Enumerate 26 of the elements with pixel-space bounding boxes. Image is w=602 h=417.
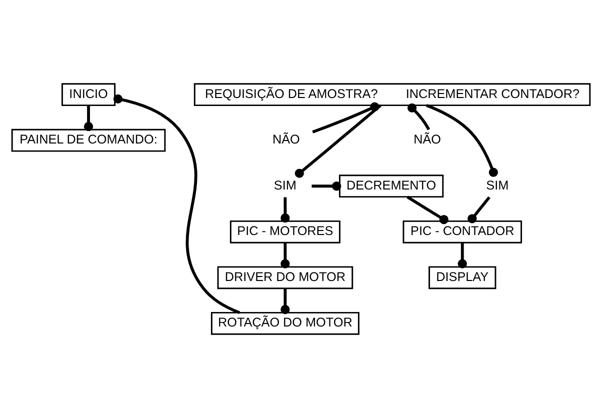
connector xyxy=(113,94,240,314)
node-box: REQUISIÇÃO DE AMOSTRA? INCREMENTAR CONTADOR? xyxy=(194,82,591,106)
node-box: ROTAÇÃO DO MOTOR xyxy=(210,311,360,334)
node-box: DECREMENTO xyxy=(338,174,444,198)
connector xyxy=(426,104,498,176)
connector xyxy=(280,242,290,268)
connector xyxy=(280,288,290,314)
node-box: DISPLAY xyxy=(428,266,496,289)
connector xyxy=(84,105,94,131)
connector xyxy=(312,102,380,133)
node-box: INICIO xyxy=(62,82,116,106)
connector xyxy=(294,104,382,178)
node-text: SIM xyxy=(274,178,296,192)
node-box: DRIVER DO MOTOR xyxy=(217,266,354,289)
node-box: PIC - MOTORES xyxy=(230,220,340,243)
node-box: PIC - CONTADOR xyxy=(402,220,522,243)
node-text: NÃO xyxy=(272,132,300,146)
connector xyxy=(458,242,467,268)
connector xyxy=(468,196,490,223)
connector xyxy=(407,102,430,130)
connector xyxy=(280,196,290,222)
connector xyxy=(312,181,342,190)
node-text: SIM xyxy=(486,178,509,192)
node-box: PAINEL DE COMANDO: xyxy=(11,128,166,152)
connector xyxy=(406,195,448,224)
node-text: NÃO xyxy=(414,132,442,146)
